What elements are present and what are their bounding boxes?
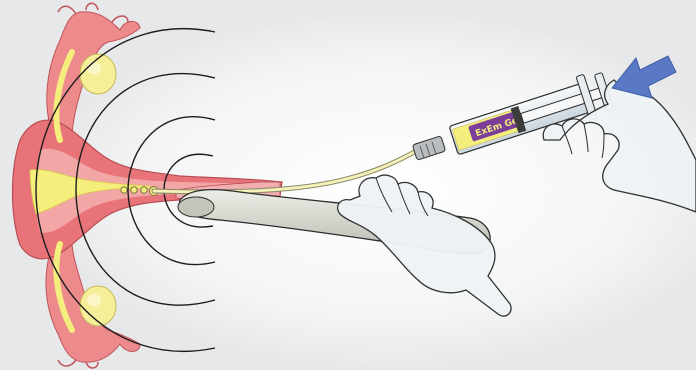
probe-tip <box>178 197 214 217</box>
catheter-bead <box>121 187 127 193</box>
ovary-upper <box>80 54 116 94</box>
ovary-upper-highlight <box>87 62 101 74</box>
ovary-lower-highlight <box>87 294 101 306</box>
catheter-bead <box>141 187 147 193</box>
ovary-lower <box>80 286 116 326</box>
catheter-bead <box>131 187 137 193</box>
